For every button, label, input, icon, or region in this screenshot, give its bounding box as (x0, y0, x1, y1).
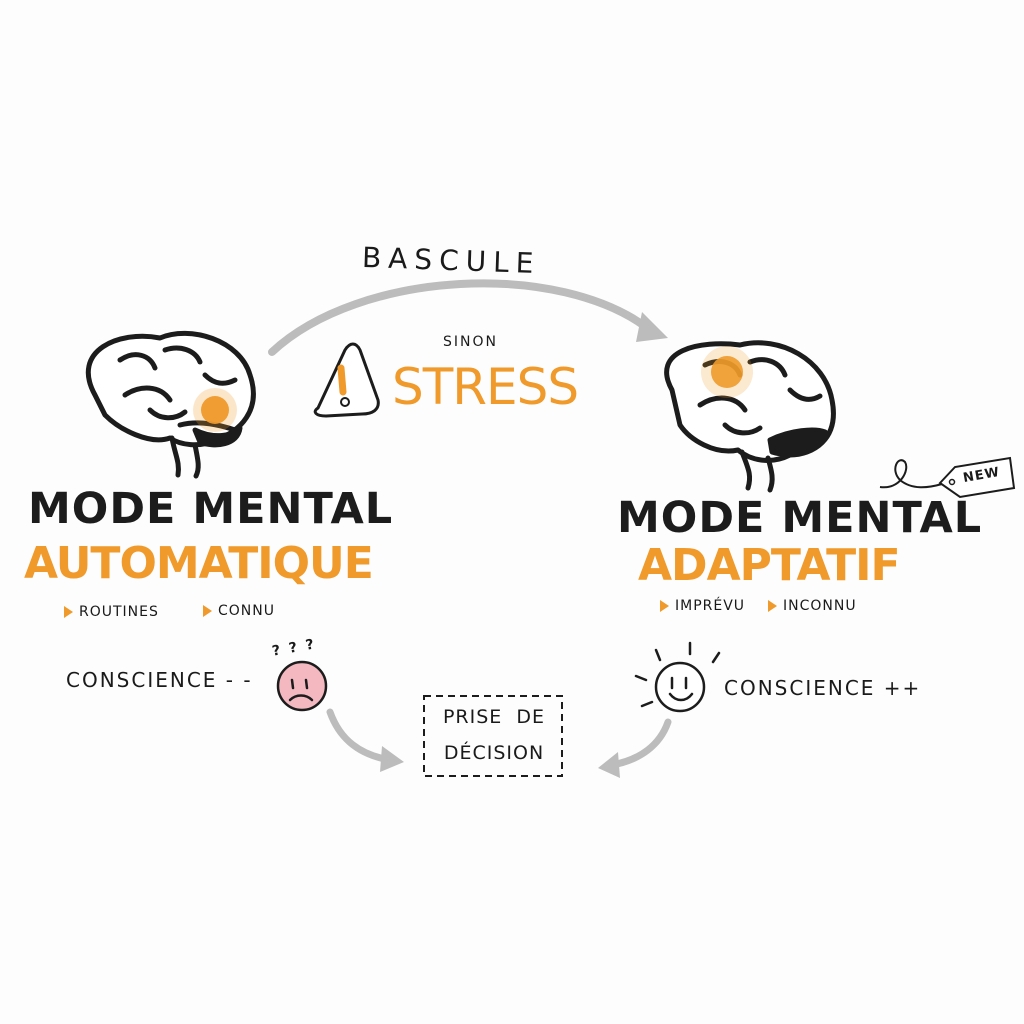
right-mode-title: MODE MENTAL (617, 493, 983, 543)
decision-line-2: DÉCISION (443, 742, 545, 764)
left-brain-icon (85, 330, 256, 479)
right-mode-subtitle: ADAPTATIF (638, 540, 901, 591)
left-decision-arrowhead (380, 746, 404, 772)
right-brain-icon (664, 340, 836, 493)
bullet-marker-icon (203, 605, 212, 617)
left-mode-subtitle: AUTOMATIQUE (24, 538, 374, 589)
happy-face-icon (634, 641, 721, 713)
bascule-label: BASCULE (361, 240, 542, 281)
sad-face-icon (276, 660, 328, 712)
bascule-arrow (268, 279, 654, 356)
warning-icon (313, 342, 380, 418)
left-bullet-routines: ROUTINES (64, 604, 159, 620)
left-bullet-connu: CONNU (203, 603, 275, 619)
right-decision-arrowhead (598, 752, 620, 778)
bullet-marker-icon (768, 600, 777, 612)
decision-box (423, 695, 563, 777)
new-tag-icon (938, 456, 1016, 499)
bascule-arrowhead (636, 312, 668, 342)
bullet-marker-icon (660, 600, 669, 612)
left-conscience-label: CONSCIENCE - - (66, 668, 253, 692)
decision-line-1: PRISE DE (442, 706, 546, 728)
left-mode-title: MODE MENTAL (28, 484, 394, 534)
right-conscience-label: CONSCIENCE ++ (724, 676, 922, 700)
bullet-marker-icon (64, 606, 73, 618)
tag-string (879, 459, 943, 489)
sinon-label: SINON (443, 334, 498, 350)
stress-label: STRESS (392, 358, 579, 416)
left-decision-arrow (326, 708, 394, 764)
right-bullet-inconnu: INCONNU (768, 598, 857, 614)
right-bullet-imprevu: IMPRÉVU (660, 598, 745, 614)
right-decision-arrow (608, 718, 672, 769)
